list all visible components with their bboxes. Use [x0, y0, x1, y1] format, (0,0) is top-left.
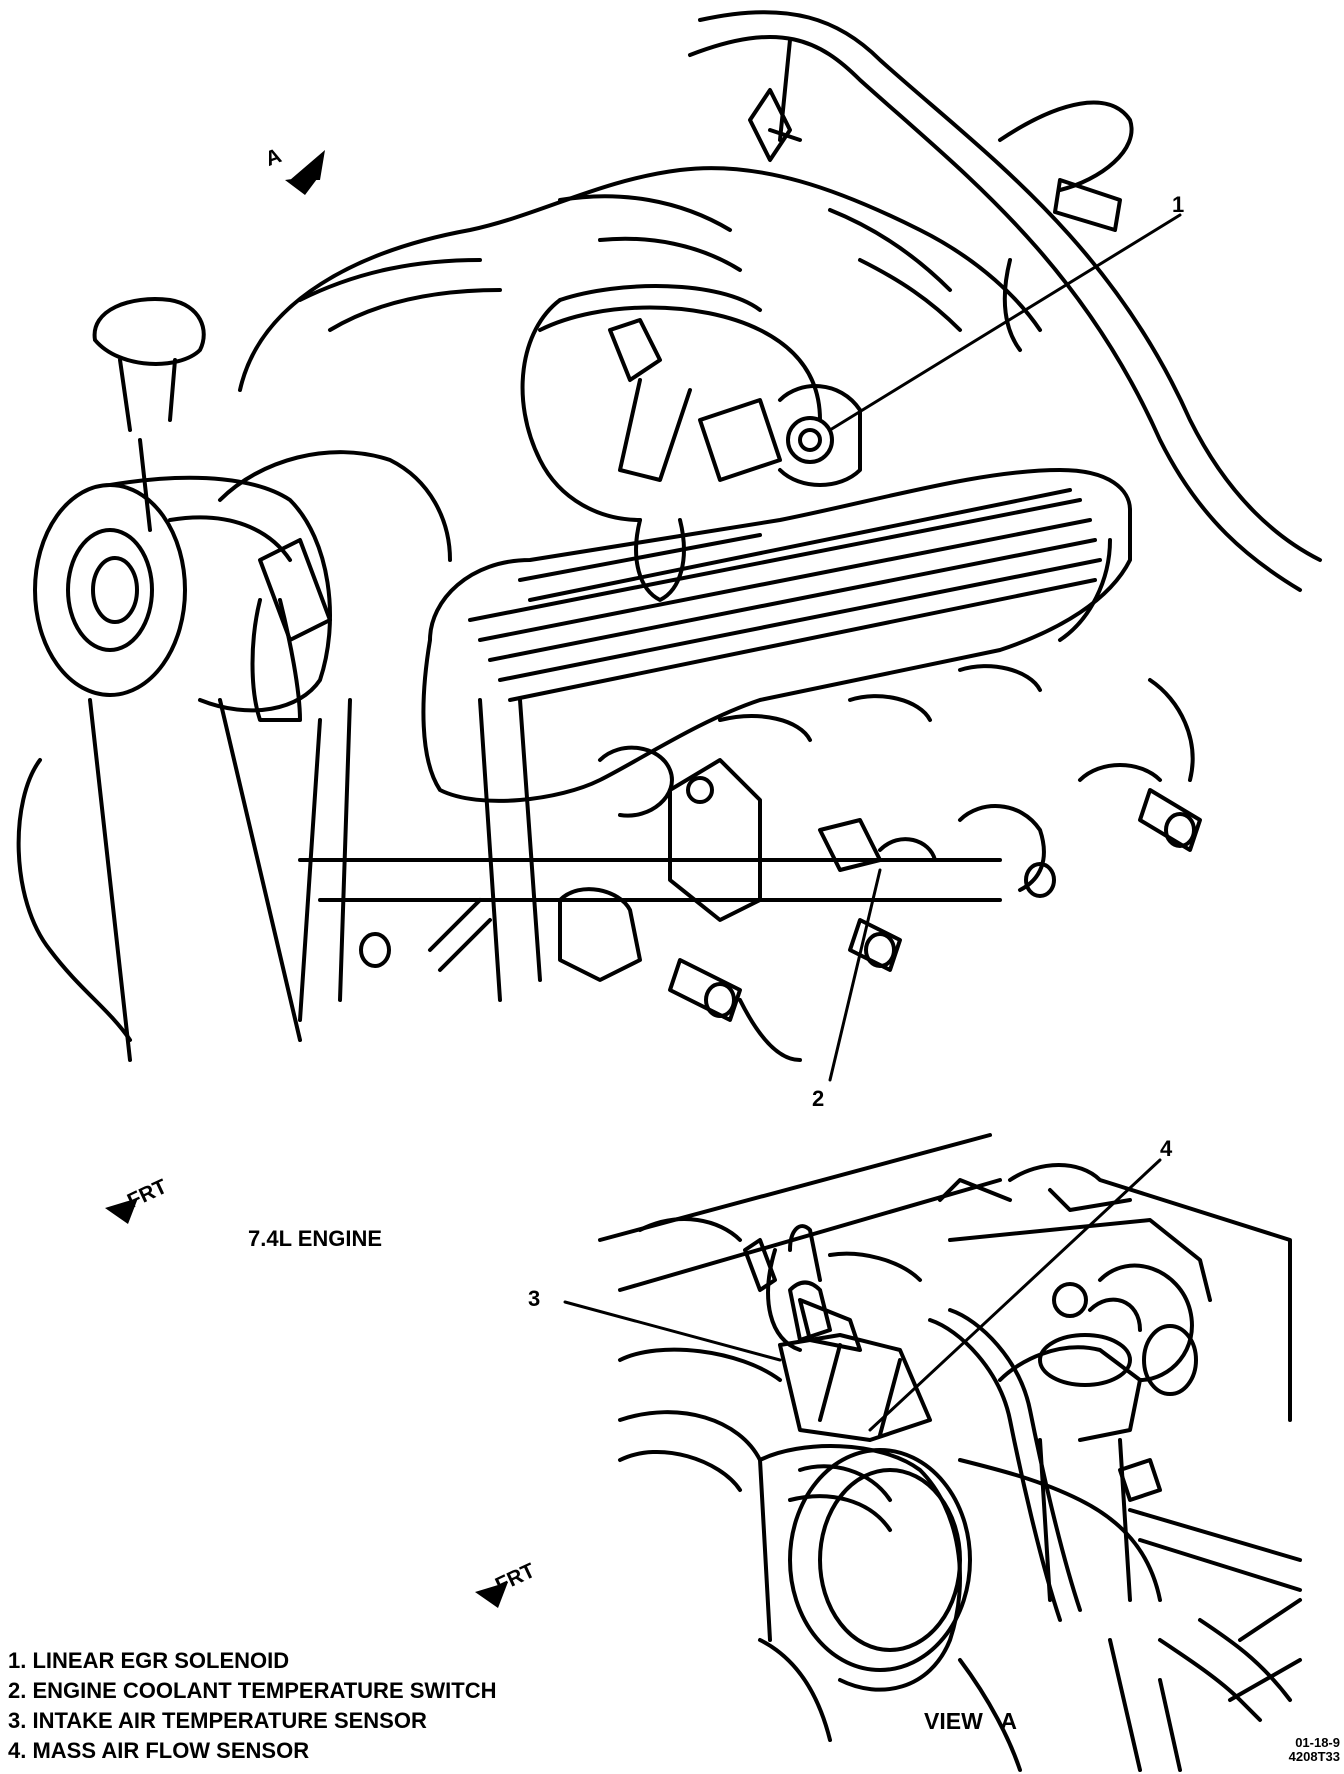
front-arrow-icon — [105, 1198, 138, 1224]
front-arrow-icon — [475, 1582, 508, 1608]
legend: 1. LINEAR EGR SOLENOID 2. ENGINE COOLANT… — [8, 1646, 497, 1766]
oil-fill-cap — [92, 297, 206, 532]
legend-item: 1. LINEAR EGR SOLENOID — [8, 1648, 290, 1673]
view-a-arrow-icon — [285, 150, 325, 195]
wiring-harness — [688, 10, 1322, 592]
view-label: VIEW A — [924, 1708, 1017, 1734]
intake-manifold — [238, 166, 1042, 602]
valve-cover — [421, 468, 1132, 818]
legend-item: 4. MASS AIR FLOW SENSOR — [8, 1738, 310, 1763]
figure-code-line1: 01-18-9 — [1295, 1735, 1340, 1750]
callout-2: 2 — [812, 1086, 825, 1111]
legend-item: 2. ENGINE COOLANT TEMPERATURE SWITCH — [8, 1678, 497, 1703]
callout-4: 4 — [1160, 1136, 1173, 1161]
figure-code-line2: 4208T33 — [1288, 1749, 1340, 1764]
callout-3: 3 — [528, 1286, 541, 1311]
accessory-pulley — [16, 450, 452, 1062]
view-a-detail — [598, 1133, 1302, 1772]
callout-1: 1 — [1172, 192, 1185, 217]
engine-label: 7.4L ENGINE — [248, 1226, 383, 1251]
figure-code: 01-18-9 4208T33 — [1260, 1736, 1340, 1764]
bracket-and-ports — [298, 678, 1202, 1062]
leader-lines — [563, 213, 1182, 1432]
legend-item: 3. INTAKE AIR TEMPERATURE SENSOR — [8, 1708, 427, 1733]
